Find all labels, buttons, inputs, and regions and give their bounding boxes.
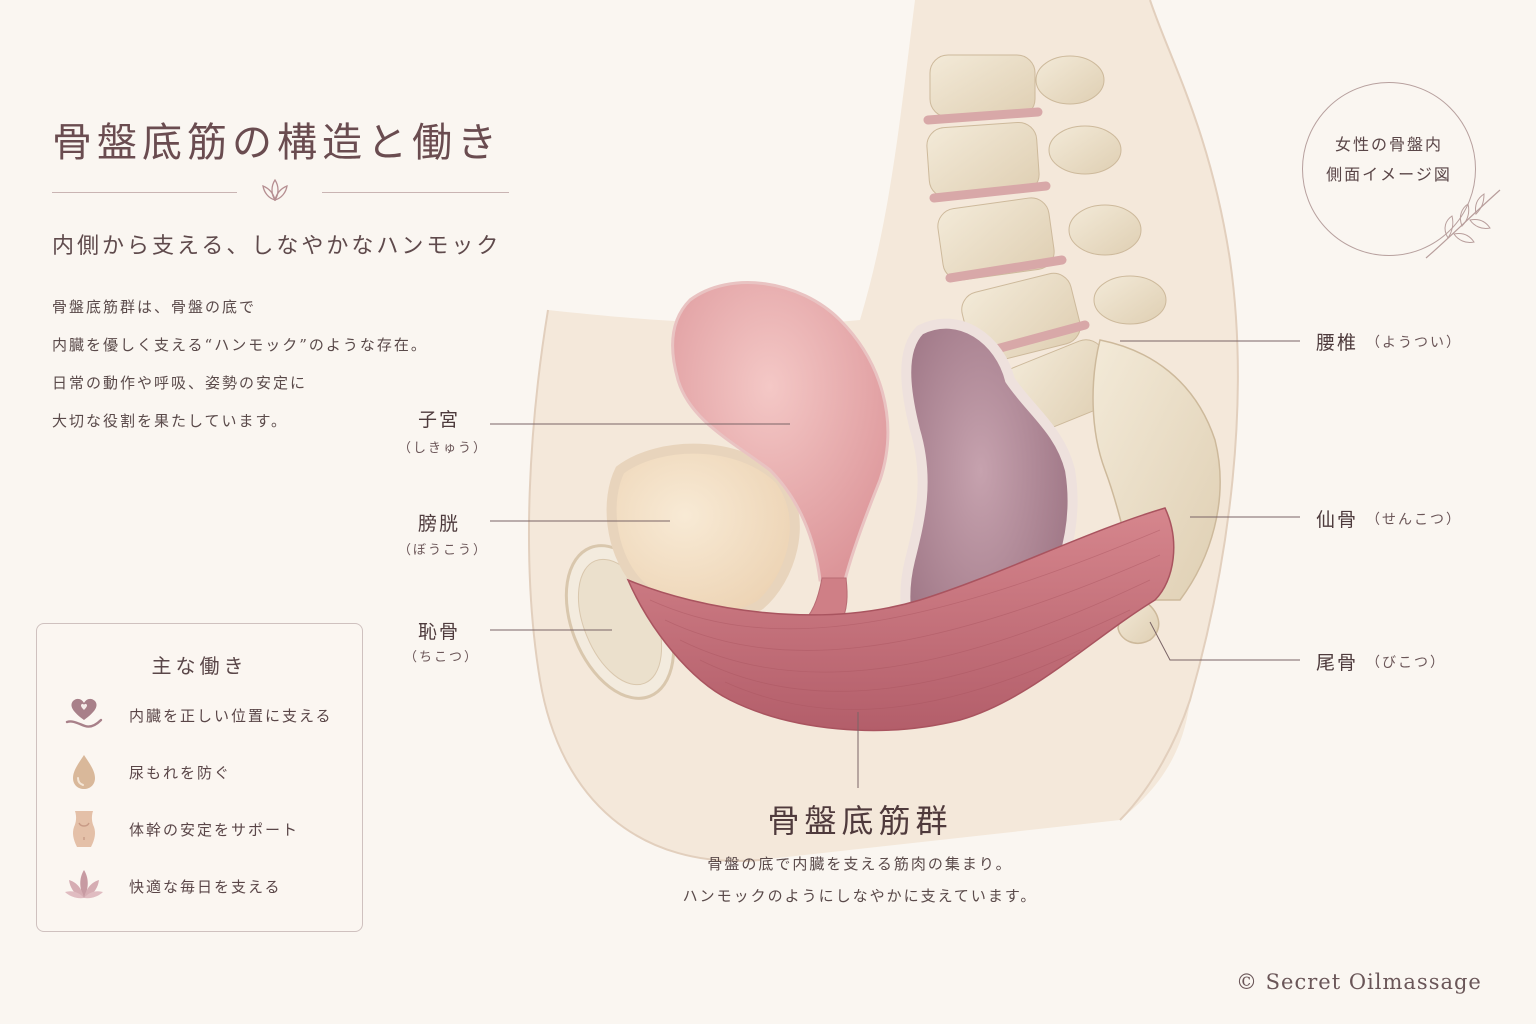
intro-line: 日常の動作や呼吸、姿勢の安定に xyxy=(52,374,308,392)
heart-hand-icon xyxy=(65,698,103,728)
label-bladder: 膀胱 xyxy=(418,513,461,535)
droplet-icon xyxy=(73,755,95,789)
intro-line: 大切な役割を果たしています。 xyxy=(52,412,289,430)
function-text: 内臓を正しい位置に支える xyxy=(129,707,333,725)
pelvic-floor-label: 骨盤底筋群 xyxy=(767,802,953,840)
intro-line: 骨盤底筋群は、骨盤の底で xyxy=(52,298,257,316)
label-uterus: 子宮 xyxy=(418,409,461,431)
intro-line: 内臓を優しく支える“ハンモック”のような存在。 xyxy=(52,336,428,354)
function-text: 快適な毎日を支える xyxy=(129,878,282,896)
uterus xyxy=(671,281,890,582)
lotus-icon xyxy=(65,870,103,899)
reading-lumbar: （ようつい） xyxy=(1366,335,1462,351)
reading-bladder: （ぼうこう） xyxy=(398,543,489,558)
badge-line-1: 女性の骨盤内 xyxy=(1334,135,1443,154)
pelvic-floor-muscle xyxy=(626,507,1175,732)
badge-line-2: 側面イメージ図 xyxy=(1326,165,1452,184)
page-subtitle: 内側から支える、しなやかなハンモック xyxy=(52,234,502,259)
function-text: 尿もれを防ぐ xyxy=(129,764,232,782)
leaf-icon xyxy=(1425,189,1501,259)
torso-icon xyxy=(73,811,95,847)
pelvic-floor-desc-line: ハンモックのようにしなやかに支えています。 xyxy=(682,887,1038,905)
functions-panel: 主な働き 内臓を正しい位置に支える 尿もれを防ぐ 体幹の安定をサポート 快適な毎… xyxy=(36,623,363,932)
reading-pubic-bone: （ちこつ） xyxy=(404,650,480,665)
functions-title: 主な働き xyxy=(151,654,248,678)
lotus-icon xyxy=(262,178,288,202)
title-divider-right xyxy=(322,192,509,193)
reading-coccyx: （びこつ） xyxy=(1366,655,1446,671)
reading-sacrum: （せんこつ） xyxy=(1366,512,1462,528)
label-lumbar: 腰椎 xyxy=(1316,332,1359,354)
page-title: 骨盤底筋の構造と働き xyxy=(52,120,502,166)
diagram-badge: 女性の骨盤内 側面イメージ図 xyxy=(1302,82,1476,256)
reading-uterus: （しきゅう） xyxy=(398,441,489,456)
copyright: © Secret Oilmassage xyxy=(1236,970,1482,994)
label-sacrum: 仙骨 xyxy=(1316,509,1359,531)
function-text: 体幹の安定をサポート xyxy=(129,821,300,839)
bladder xyxy=(606,443,800,622)
leader-lines xyxy=(490,340,1300,788)
label-pubic-bone: 恥骨 xyxy=(418,621,461,643)
pelvic-floor-desc-line: 骨盤の底で内臓を支える筋肉の集まり。 xyxy=(707,855,1013,873)
title-divider-left xyxy=(52,192,237,193)
label-coccyx: 尾骨 xyxy=(1316,652,1359,674)
